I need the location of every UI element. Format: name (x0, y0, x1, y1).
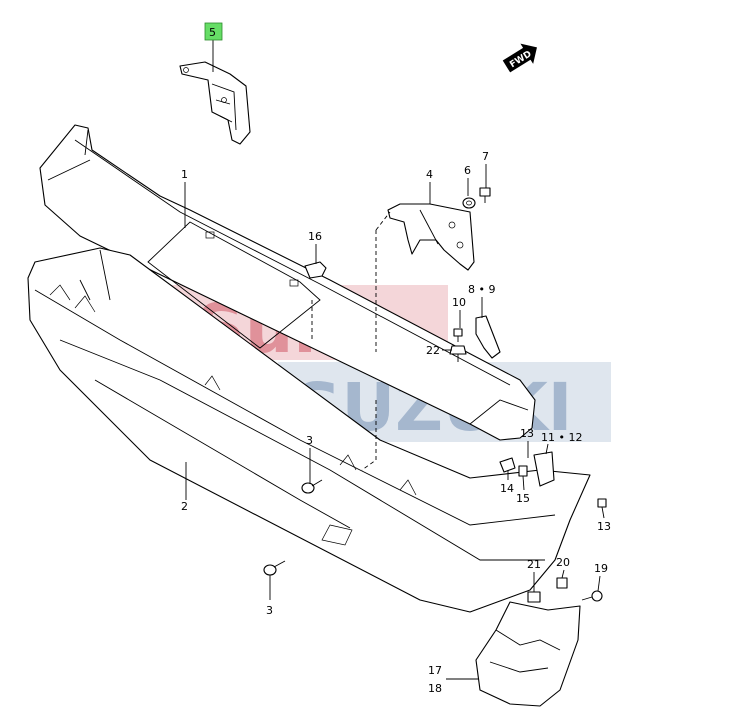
callout-3-upper: 3 (306, 434, 313, 447)
callout-18: 18 (428, 682, 442, 695)
callout-10: 10 (452, 296, 466, 309)
callout-21: 21 (527, 558, 541, 571)
part-16-clip (304, 261, 327, 279)
callout-6: 6 (464, 164, 471, 177)
callouts: 5 1 2 3 3 4 6 7 8 • 9 10 22 16 13 11 • 1… (181, 22, 611, 695)
callout-5-highlight (204, 22, 223, 41)
callout-17: 17 (428, 664, 442, 677)
part-19-bolt (581, 590, 603, 602)
callout-3-lower: 3 (266, 604, 273, 617)
part-21-screw (527, 591, 541, 603)
part-3-bolt-lower (263, 560, 286, 576)
callout-15: 15 (516, 492, 530, 505)
leader-lines (184, 40, 605, 680)
callout-11-12: 11 • 12 (541, 431, 582, 444)
part-7-bolt (479, 187, 491, 203)
part-20-nut (556, 577, 568, 589)
part-1-upper-bumper (39, 124, 536, 441)
part-4-bracket (387, 203, 475, 271)
callout-8-9: 8 • 9 (468, 283, 495, 296)
part-10-bolt (453, 328, 463, 342)
part-22-screw (449, 345, 467, 362)
callout-2: 2 (181, 500, 188, 513)
callout-14: 14 (500, 482, 514, 495)
callout-7: 7 (482, 150, 489, 163)
callout-16: 16 (308, 230, 322, 243)
part-5-bracket (179, 61, 251, 145)
part-17-18-mud-flap (475, 601, 581, 707)
part-6-nut (462, 197, 476, 209)
callout-22: 22 (426, 344, 440, 357)
callout-1: 1 (181, 168, 188, 181)
part-8-9-stay (475, 315, 501, 359)
part-3-bolt-upper (301, 479, 323, 494)
callout-5: 5 (209, 26, 216, 39)
part-2-lower-bumper (27, 247, 591, 613)
callout-13-lower: 13 (597, 520, 611, 533)
callout-13-upper: 13 (520, 427, 534, 440)
callout-19: 19 (594, 562, 608, 575)
callout-4: 4 (426, 168, 433, 181)
callout-20: 20 (556, 556, 570, 569)
fwd-arrow-icon: FWD (502, 43, 537, 73)
